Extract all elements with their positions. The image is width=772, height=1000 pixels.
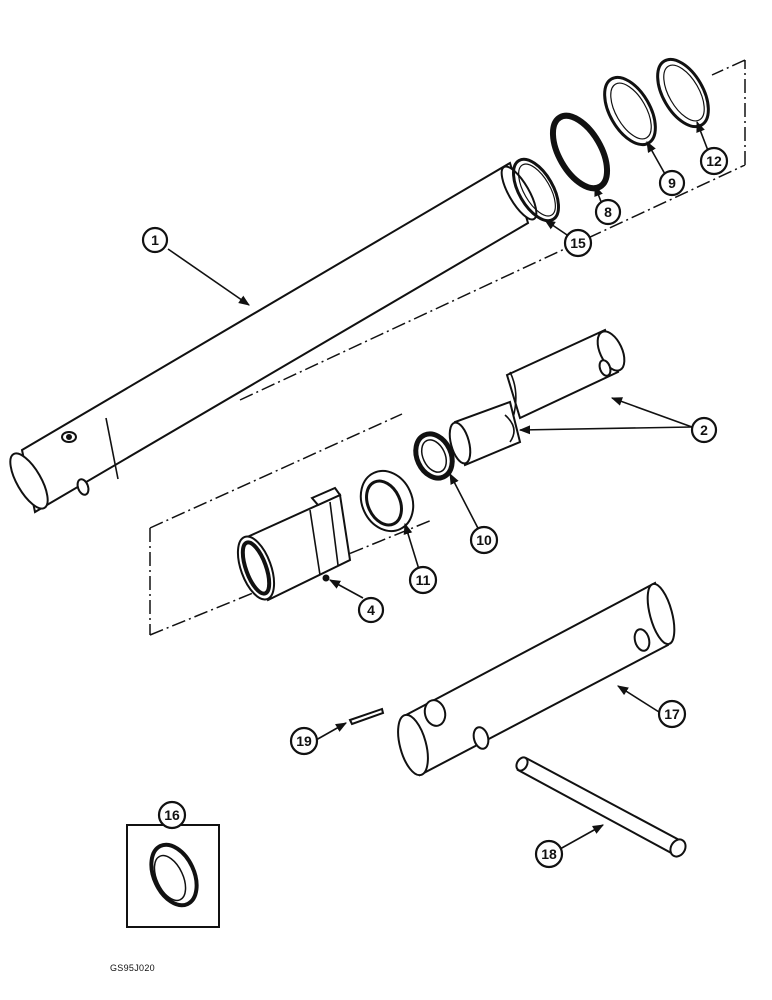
callout-12: 12 [699,146,729,176]
svg-text:12: 12 [706,153,722,169]
part-4-gland [236,486,352,602]
callout-18: 18 [534,839,564,869]
callout-17: 17 [657,699,687,729]
svg-text:16: 16 [164,807,180,823]
callout-8: 8 [594,198,622,226]
leader-lines [167,120,713,850]
part-17-sleeve [397,581,676,777]
part-10-wear-ring [413,431,455,481]
svg-text:10: 10 [476,532,492,548]
callout-11: 11 [408,565,438,595]
figure-code: GS95J020 [110,963,155,973]
part-16-seal-kit-inset [126,824,220,928]
callout-16: 16 [157,800,187,830]
svg-text:9: 9 [668,175,676,191]
svg-text:2: 2 [700,422,708,438]
callout-2: 2 [690,416,718,444]
callout-15: 15 [563,228,593,258]
svg-text:15: 15 [570,235,586,251]
part-2-piston-rod [448,328,626,467]
callout-9: 9 [658,169,686,197]
callout-4: 4 [357,596,385,624]
part-9-backup-ring [603,75,657,147]
part-19-cotter-pin [348,707,385,726]
svg-text:19: 19 [296,733,312,749]
part-1-cylinder-tube [9,161,538,514]
svg-text:4: 4 [367,602,375,618]
svg-text:8: 8 [604,204,612,220]
svg-text:1: 1 [151,232,159,248]
svg-text:18: 18 [541,846,557,862]
part-12-retaining-ring [656,57,710,129]
callout-1: 1 [141,226,169,254]
callout-10: 10 [469,525,499,555]
callout-19: 19 [289,726,319,756]
part-18-pin [515,756,687,858]
part-11-seal [359,469,415,533]
svg-text:17: 17 [664,706,680,722]
svg-text:11: 11 [416,572,431,588]
